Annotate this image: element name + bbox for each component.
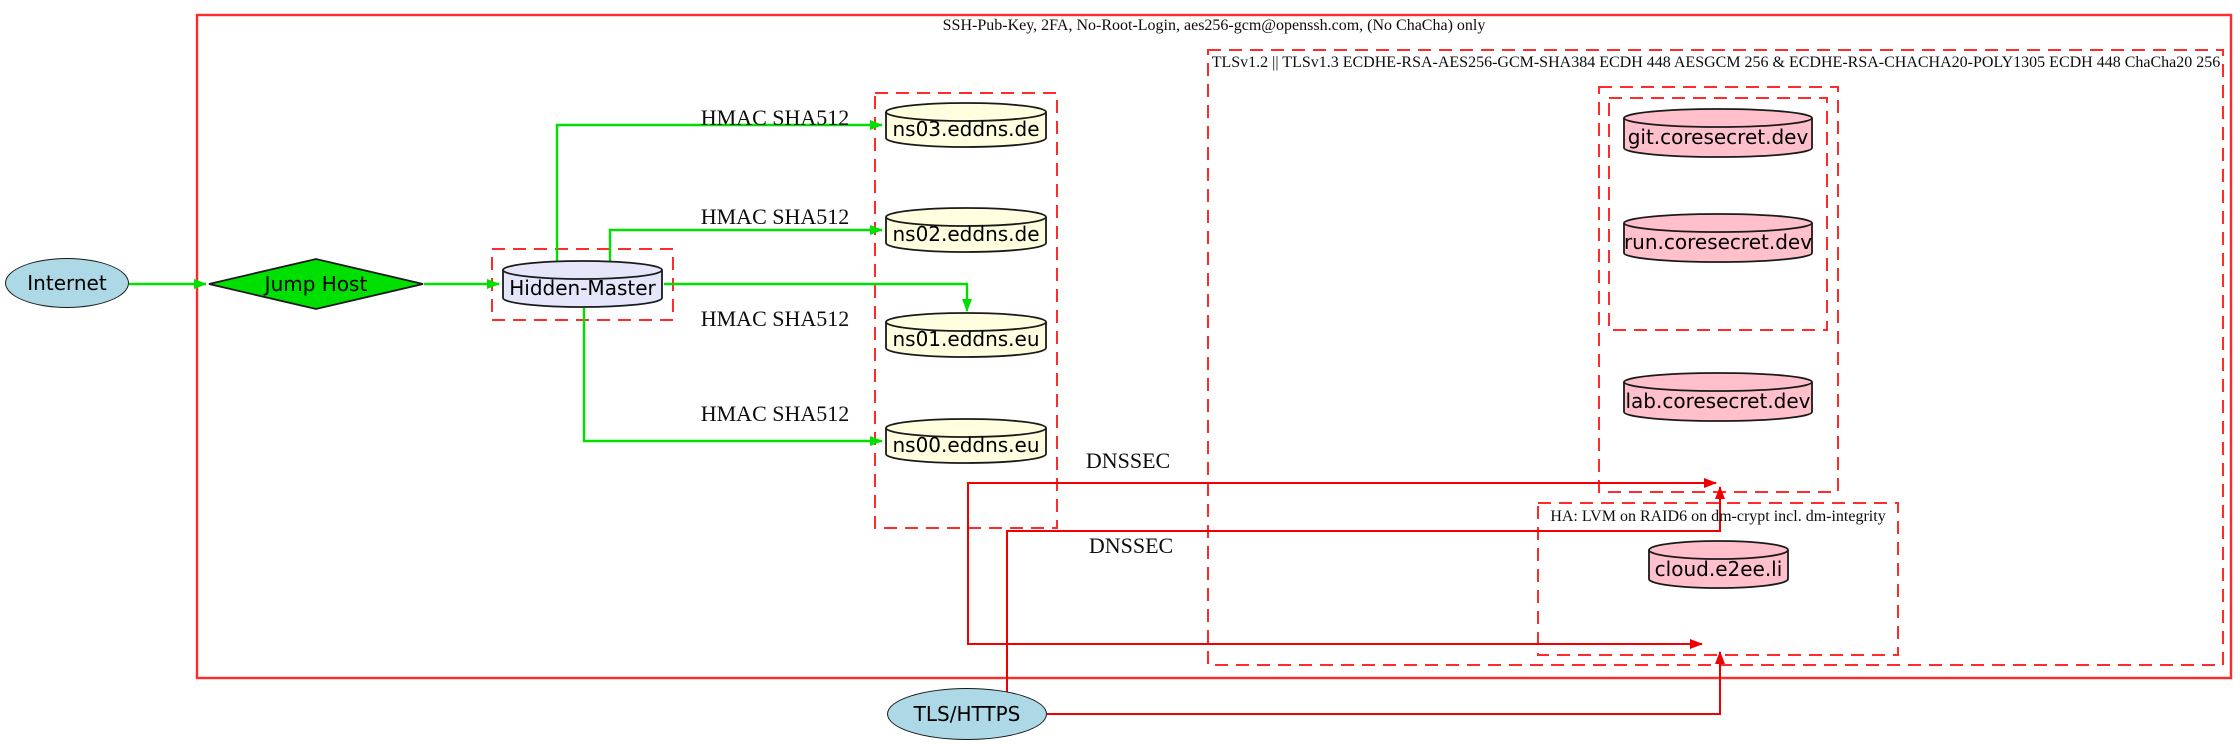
node-ns03-label: ns03.eddns.de	[892, 117, 1040, 141]
node-ns01-label: ns01.eddns.eu	[892, 327, 1040, 351]
edge-dnssec-to-ha	[967, 528, 1703, 649]
edge-label-hmac-4: HMAC SHA512	[700, 401, 850, 426]
edge-label-hmac-2: HMAC SHA512	[700, 204, 850, 229]
edge-hiddenmaster-to-ns00	[582, 308, 883, 446]
node-lab-coresecret: lab.coresecret.dev	[1623, 372, 1813, 422]
node-tls-https-label: TLS/HTTPS	[913, 702, 1021, 726]
cylinder-shape	[885, 418, 1047, 464]
node-hidden-master: Hidden-Master	[502, 260, 663, 308]
cylinder-shape	[885, 312, 1047, 358]
edge-dnssec-to-coresecret	[967, 478, 1717, 528]
cluster-ssh-box	[195, 13, 2233, 680]
cluster-tls-box	[1207, 49, 2224, 666]
node-git-coresecret-label: git.coresecret.dev	[1627, 125, 1809, 149]
cluster-ha-label: HA: LVM on RAID6 on dm-crypt incl. dm-in…	[1550, 508, 1886, 525]
node-ns02: ns02.eddns.de	[885, 207, 1047, 253]
node-ns02-label: ns02.eddns.de	[892, 222, 1040, 246]
edge-label-hmac-1: HMAC SHA512	[700, 105, 850, 130]
node-git-coresecret: git.coresecret.dev	[1623, 108, 1813, 158]
node-run-coresecret-label: run.coresecret.dev	[1623, 230, 1813, 254]
node-run-coresecret: run.coresecret.dev	[1623, 213, 1813, 263]
cylinder-shape	[1648, 540, 1789, 589]
cluster-tls-label: TLSv1.2 || TLSv1.3 ECDHE-RSA-AES256-GCM-…	[1211, 54, 2221, 71]
cylinder-shape	[1623, 108, 1813, 158]
edge-label-hmac-3: HMAC SHA512	[700, 306, 850, 331]
cluster-coresecret-inner-box	[1608, 97, 1828, 331]
node-hidden-master-label: Hidden-Master	[509, 276, 656, 300]
edge-tlshttps-to-coresecret	[1006, 486, 1725, 692]
node-tls-https: TLS/HTTPS	[887, 688, 1047, 740]
cluster-ssh-label: SSH-Pub-Key, 2FA, No-Root-Login, aes256-…	[942, 17, 1486, 34]
edge-hiddenmaster-to-ns03	[555, 120, 883, 262]
cluster-dns-pool-box	[874, 92, 1058, 529]
diamond-shape	[208, 258, 424, 310]
node-ns00-label: ns00.eddns.eu	[892, 433, 1040, 457]
node-internet-label: Internet	[27, 271, 107, 295]
node-cloud-e2ee: cloud.e2ee.li	[1648, 540, 1789, 589]
edge-label-dnssec-2: DNSSEC	[1088, 533, 1174, 558]
node-ns01: ns01.eddns.eu	[885, 312, 1047, 358]
cylinder-shape	[885, 207, 1047, 253]
cluster-ha-box	[1537, 502, 1899, 656]
edge-label-dnssec-1: DNSSEC	[1085, 448, 1171, 473]
node-jump-host: Jump Host	[208, 258, 424, 310]
cylinder-shape	[1623, 372, 1813, 422]
node-lab-coresecret-label: lab.coresecret.dev	[1625, 389, 1811, 413]
edge-tlshttps-to-ha	[1047, 651, 1725, 715]
node-jump-host-label: Jump Host	[264, 272, 368, 296]
node-ns00: ns00.eddns.eu	[885, 418, 1047, 464]
node-cloud-e2ee-label: cloud.e2ee.li	[1654, 556, 1783, 581]
cylinder-shape	[885, 102, 1047, 148]
node-ns03: ns03.eddns.de	[885, 102, 1047, 148]
edge-hiddenmaster-to-ns02	[608, 225, 883, 262]
edge-hiddenmaster-to-ns01	[664, 282, 972, 312]
node-internet: Internet	[5, 258, 129, 308]
cylinder-shape	[502, 260, 663, 308]
cylinder-shape	[1623, 213, 1813, 263]
